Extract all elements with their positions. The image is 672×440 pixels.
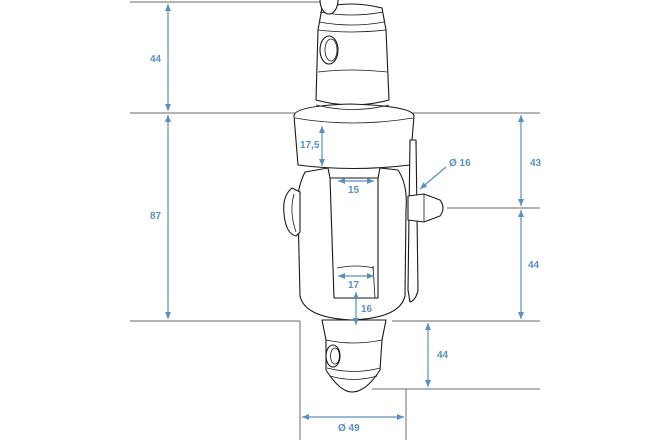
bottom-cone bbox=[321, 319, 387, 393]
extension-lines bbox=[130, 1, 540, 440]
label-slot-width-top: 15 bbox=[348, 185, 360, 196]
dimension-labels: 44 87 17,5 15 Ø 16 43 44 17 16 44 Ø 49 bbox=[150, 54, 542, 434]
bottom-pin-hole bbox=[325, 344, 341, 368]
top-cone bbox=[315, 0, 390, 106]
label-bottom-cone-height: 44 bbox=[437, 350, 449, 361]
label-body-height: 87 bbox=[150, 211, 162, 222]
label-collar-height: 17,5 bbox=[300, 140, 320, 151]
label-outer-diameter: Ø 49 bbox=[338, 423, 360, 434]
label-slot-bottom-wall: 16 bbox=[361, 304, 373, 315]
collar bbox=[293, 103, 415, 170]
label-pin-hole-diameter: Ø 16 bbox=[449, 158, 471, 169]
label-slot-width-bottom: 17 bbox=[348, 280, 360, 291]
label-top-cone-height: 44 bbox=[150, 54, 162, 65]
connector-part bbox=[283, 0, 444, 393]
dimension-lines bbox=[165, 3, 524, 420]
main-body bbox=[283, 139, 444, 321]
top-pin-hole bbox=[319, 0, 339, 15]
label-right-lower-height: 44 bbox=[528, 260, 540, 271]
label-right-upper-height: 43 bbox=[530, 158, 542, 169]
